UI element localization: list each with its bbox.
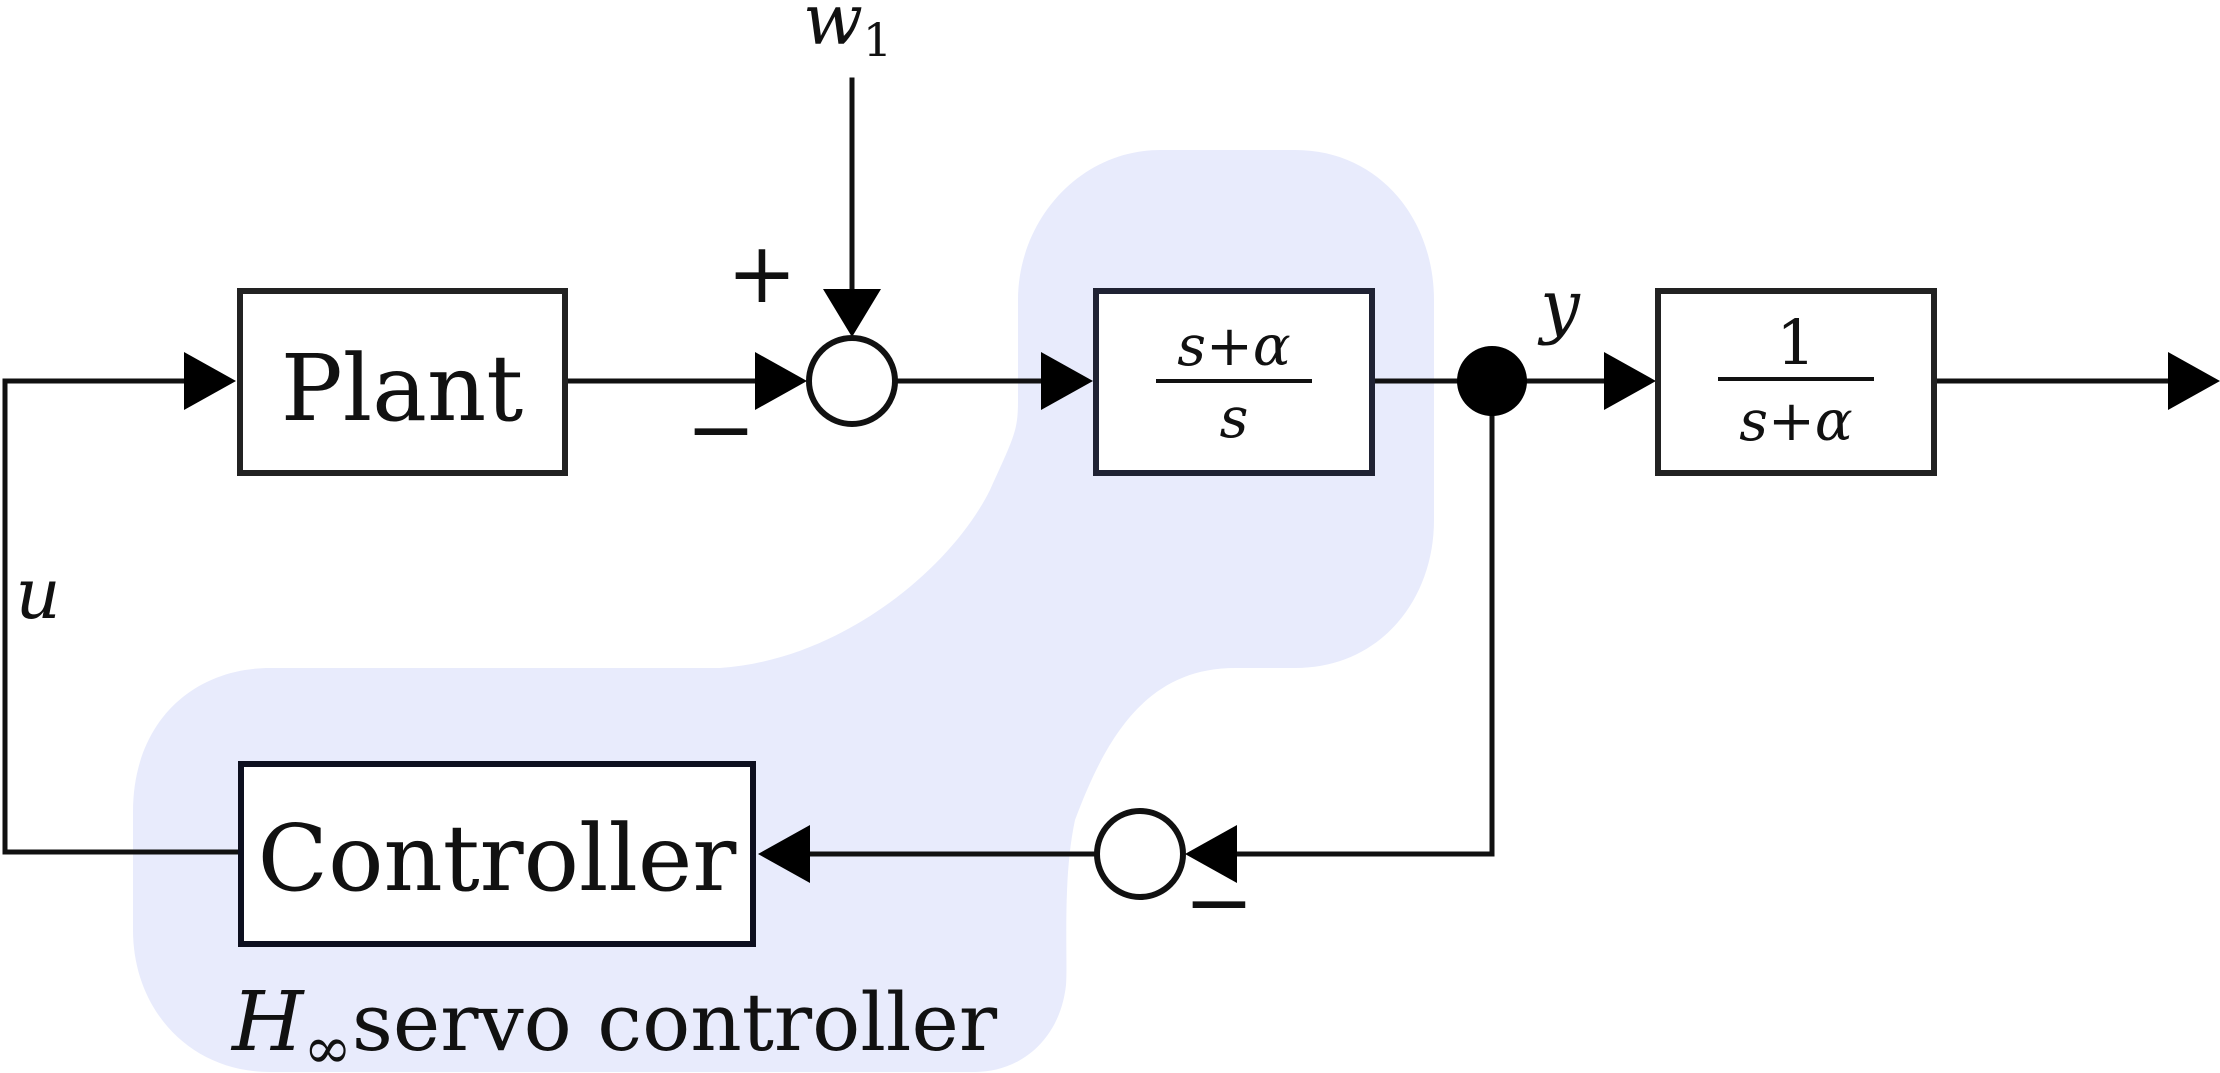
arrow-into-integrator [1041, 352, 1093, 410]
arrow-into-controller [758, 825, 810, 883]
bottom-sum-minus-sign: − [1184, 853, 1254, 951]
integrator-denominator: s [1220, 386, 1249, 451]
filter-numerator: 1 [1776, 306, 1815, 379]
arrow-into-filter [1604, 352, 1656, 410]
arrow-disturbance-down [823, 289, 881, 337]
servo-label-rest: servo controller [352, 976, 998, 1069]
servo-label-h: H [230, 975, 305, 1070]
output-branch-node [1457, 346, 1527, 416]
filter-denominator: s+α [1739, 389, 1852, 454]
summing-junction-top [806, 335, 898, 427]
controller-block [238, 761, 756, 947]
servo-controller-label: H∞servo controller [230, 975, 998, 1073]
output-y-label: y [1537, 265, 1581, 347]
arrow-into-lower-sum [1185, 825, 1237, 883]
plant-block [237, 288, 568, 476]
disturbance-label-base: w [803, 0, 863, 61]
control-u-label: u [15, 553, 60, 635]
arrow-into-sum [755, 352, 807, 410]
arrowheads [184, 289, 2220, 883]
filter-block [1655, 288, 1937, 476]
arrow-output [2168, 352, 2220, 410]
summing-junction-bottom [1094, 808, 1186, 900]
plant-label: Plant [281, 335, 523, 442]
servo-label-infinity: ∞ [304, 1014, 352, 1073]
controller-label: Controller [258, 805, 737, 912]
disturbance-label: w1 [803, 0, 892, 67]
arrow-into-plant [184, 352, 236, 410]
integrator-numerator: s+α [1177, 314, 1290, 379]
disturbance-label-sub: 1 [863, 13, 892, 67]
top-sum-minus-sign: − [686, 380, 756, 478]
top-sum-plus-sign: + [727, 224, 797, 322]
